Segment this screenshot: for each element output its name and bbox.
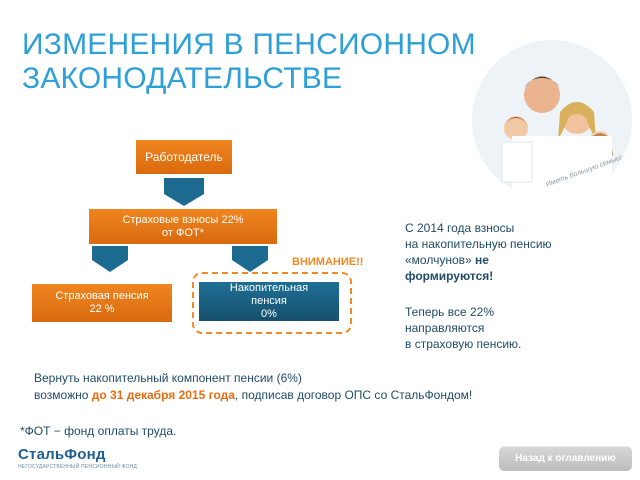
page-title: ИЗМЕНЕНИЯ В ПЕНСИОННОМ ЗАКОНОДАТЕЛЬСТВЕ [22, 28, 476, 95]
funded-pension-line1: Накопительная [229, 282, 309, 294]
employer-box: Работодатель [136, 140, 232, 174]
logo-subtitle: НЕГОСУДАРСТВЕННЫЙ ПЕНСИОННЫЙ ФОНД [18, 464, 138, 470]
contributions-box: Страховые взносы 22% от ФОТ* [89, 209, 277, 244]
info-line: Теперь все 22% [405, 305, 495, 319]
info-text: «молчунов» [405, 253, 476, 267]
employer-label: Работодатель [145, 149, 223, 164]
logo-text: СтальФонд [18, 446, 106, 463]
deadline-highlight: до 31 декабря 2015 года [91, 388, 235, 402]
info-line: С 2014 года взносы [405, 221, 515, 235]
info-line: в страховую пенсию. [405, 337, 522, 351]
company-logo: СтальФонд НЕГОСУДАРСТВЕННЫЙ ПЕНСИОННЫЙ Ф… [18, 446, 137, 470]
bottom-line-1: Вернуть накопительный компонент пенсии (… [34, 371, 302, 385]
contributions-line2: от ФОТ* [162, 226, 204, 239]
funded-pension-line3: 0% [261, 308, 277, 320]
info-line: на накопительную пенсию [405, 237, 552, 251]
family-photo [472, 40, 632, 200]
funded-pension-line2: пенсия [251, 295, 287, 307]
attention-label: ВНИМАНИЕ!! [292, 256, 364, 268]
insurance-pension-line2: 22 % [89, 303, 115, 315]
arrow-down-icon [164, 178, 204, 206]
info-line-bold: формируются! [405, 269, 494, 283]
insurance-pension-box: Страховая пенсия 22 % [32, 284, 172, 322]
info-bold-text: не [475, 253, 489, 267]
insurance-pension-line1: Страховая пенсия [55, 290, 149, 302]
funded-pension-highlight [192, 272, 352, 334]
bottom-text: возможно [34, 388, 92, 402]
bottom-line-2: возможно до 31 декабря 2015 года, подпис… [34, 387, 574, 404]
arrow-down-icon [232, 246, 268, 272]
info-paragraph-1: С 2014 года взносы на накопительную пенс… [405, 220, 605, 284]
footnote: *ФОТ − фонд оплаты труда. [20, 424, 177, 438]
info-paragraph-2: Теперь все 22% направляются в страховую … [405, 304, 605, 352]
info-line: направляются [405, 321, 485, 335]
contributions-line1: Страховые взносы 22% [122, 213, 244, 226]
funded-pension-box: Накопительная пенсия 0% [199, 282, 339, 321]
info-line: «молчунов» не [405, 252, 605, 268]
bottom-text: , подписав договор ОПС со СтальФондом! [234, 388, 473, 402]
arrow-down-icon [92, 246, 128, 272]
family-photo-icon [472, 40, 632, 200]
back-to-contents-button[interactable]: Назад к оглавлению [499, 446, 632, 471]
bottom-message: Вернуть накопительный компонент пенсии (… [34, 370, 574, 404]
